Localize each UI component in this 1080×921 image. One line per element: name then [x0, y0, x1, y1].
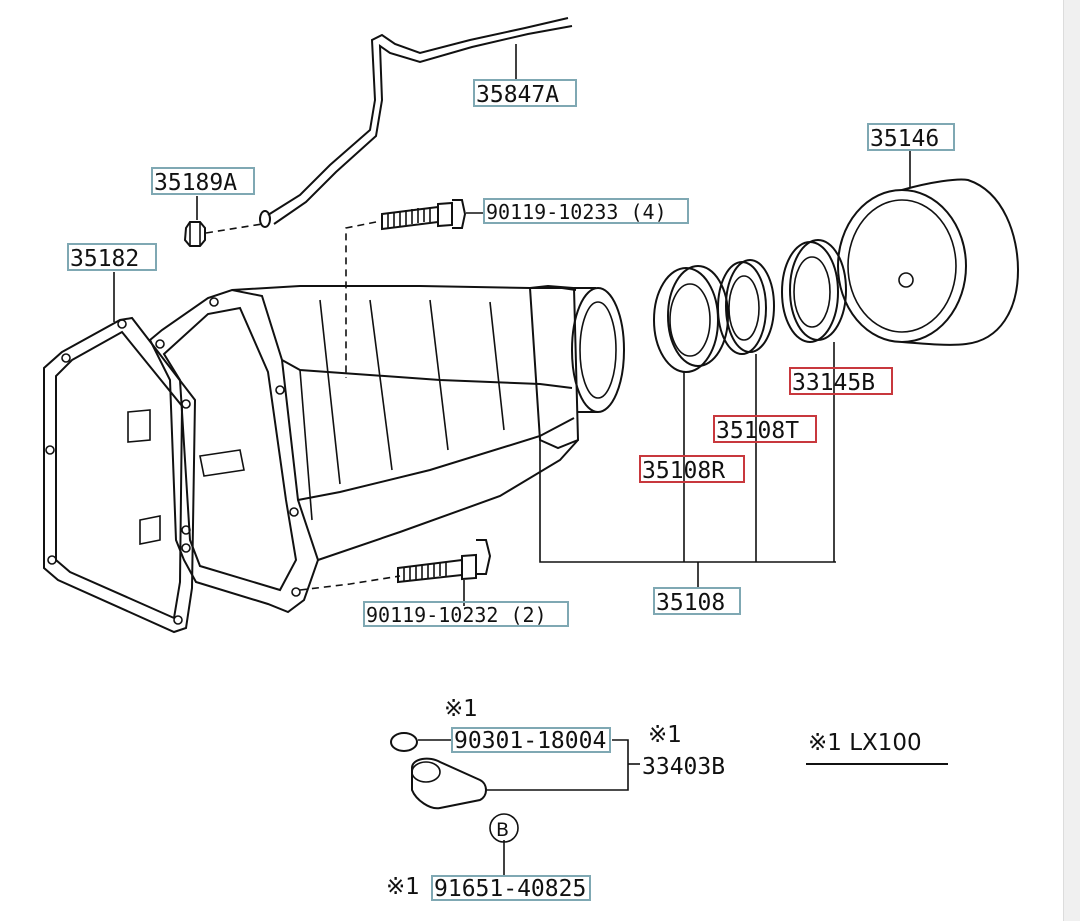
callout-33145b[interactable]: 33145B [789, 367, 893, 396]
callout-90119-10232[interactable]: 90119-10232 (2) [363, 601, 569, 627]
callout-35108t[interactable]: 35108T [713, 415, 817, 444]
callout-91651-40825-label: 91651-40825 [434, 876, 586, 902]
bolt-bottom-drawing [397, 539, 492, 606]
callout-90119-10232-label: 90119-10232 (2) [366, 603, 547, 627]
callout-91651-40825[interactable]: 91651-40825 [431, 875, 591, 902]
extension-housing-drawing [127, 284, 836, 614]
callout-90301-18004[interactable]: 90301-18004 [451, 727, 611, 754]
callout-35108r-label: 35108R [642, 458, 725, 484]
sleeve-assembly-drawing [390, 732, 640, 876]
callout-35146[interactable]: 35146 [867, 123, 955, 152]
callout-35847a[interactable]: 35847A [473, 79, 577, 108]
bolt-top-drawing [345, 199, 484, 378]
cover-drawing [837, 150, 1020, 346]
callout-33403b[interactable]: 33403B [642, 754, 725, 780]
callout-90119-10233[interactable]: 90119-10233 (4) [483, 198, 689, 224]
callout-35189a[interactable]: 35189A [151, 167, 255, 196]
legend-note: ※1 LX100 [808, 730, 922, 756]
callout-35182-label: 35182 [70, 246, 139, 272]
callout-90119-10233-label: 90119-10233 (4) [486, 200, 667, 224]
plug-drawing [183, 196, 263, 247]
callout-35146-label: 35146 [870, 126, 939, 152]
note1-marker-oring: ※1 [444, 696, 478, 722]
callout-35189a-label: 35189A [154, 170, 237, 196]
circle-b-marker: B [496, 819, 509, 841]
callout-35182[interactable]: 35182 [67, 243, 157, 272]
gasket-drawing [43, 272, 197, 634]
callout-35847a-label: 35847A [476, 82, 559, 108]
callout-33145b-label: 33145B [792, 370, 875, 396]
callout-35108r[interactable]: 35108R [639, 455, 745, 484]
callout-35108[interactable]: 35108 [653, 587, 741, 616]
breather-pipe-drawing [259, 17, 573, 228]
vertical-scrollbar[interactable] [1063, 0, 1080, 921]
note1-marker-bolt: ※1 [386, 874, 420, 900]
note1-marker-sleeve: ※1 [648, 722, 682, 748]
seal-rings-drawing [653, 239, 847, 588]
callout-90301-18004-label: 90301-18004 [454, 728, 606, 754]
callout-33403b-label: 33403B [642, 754, 725, 780]
callout-35108-label: 35108 [656, 590, 725, 616]
callout-35108t-label: 35108T [716, 418, 799, 444]
